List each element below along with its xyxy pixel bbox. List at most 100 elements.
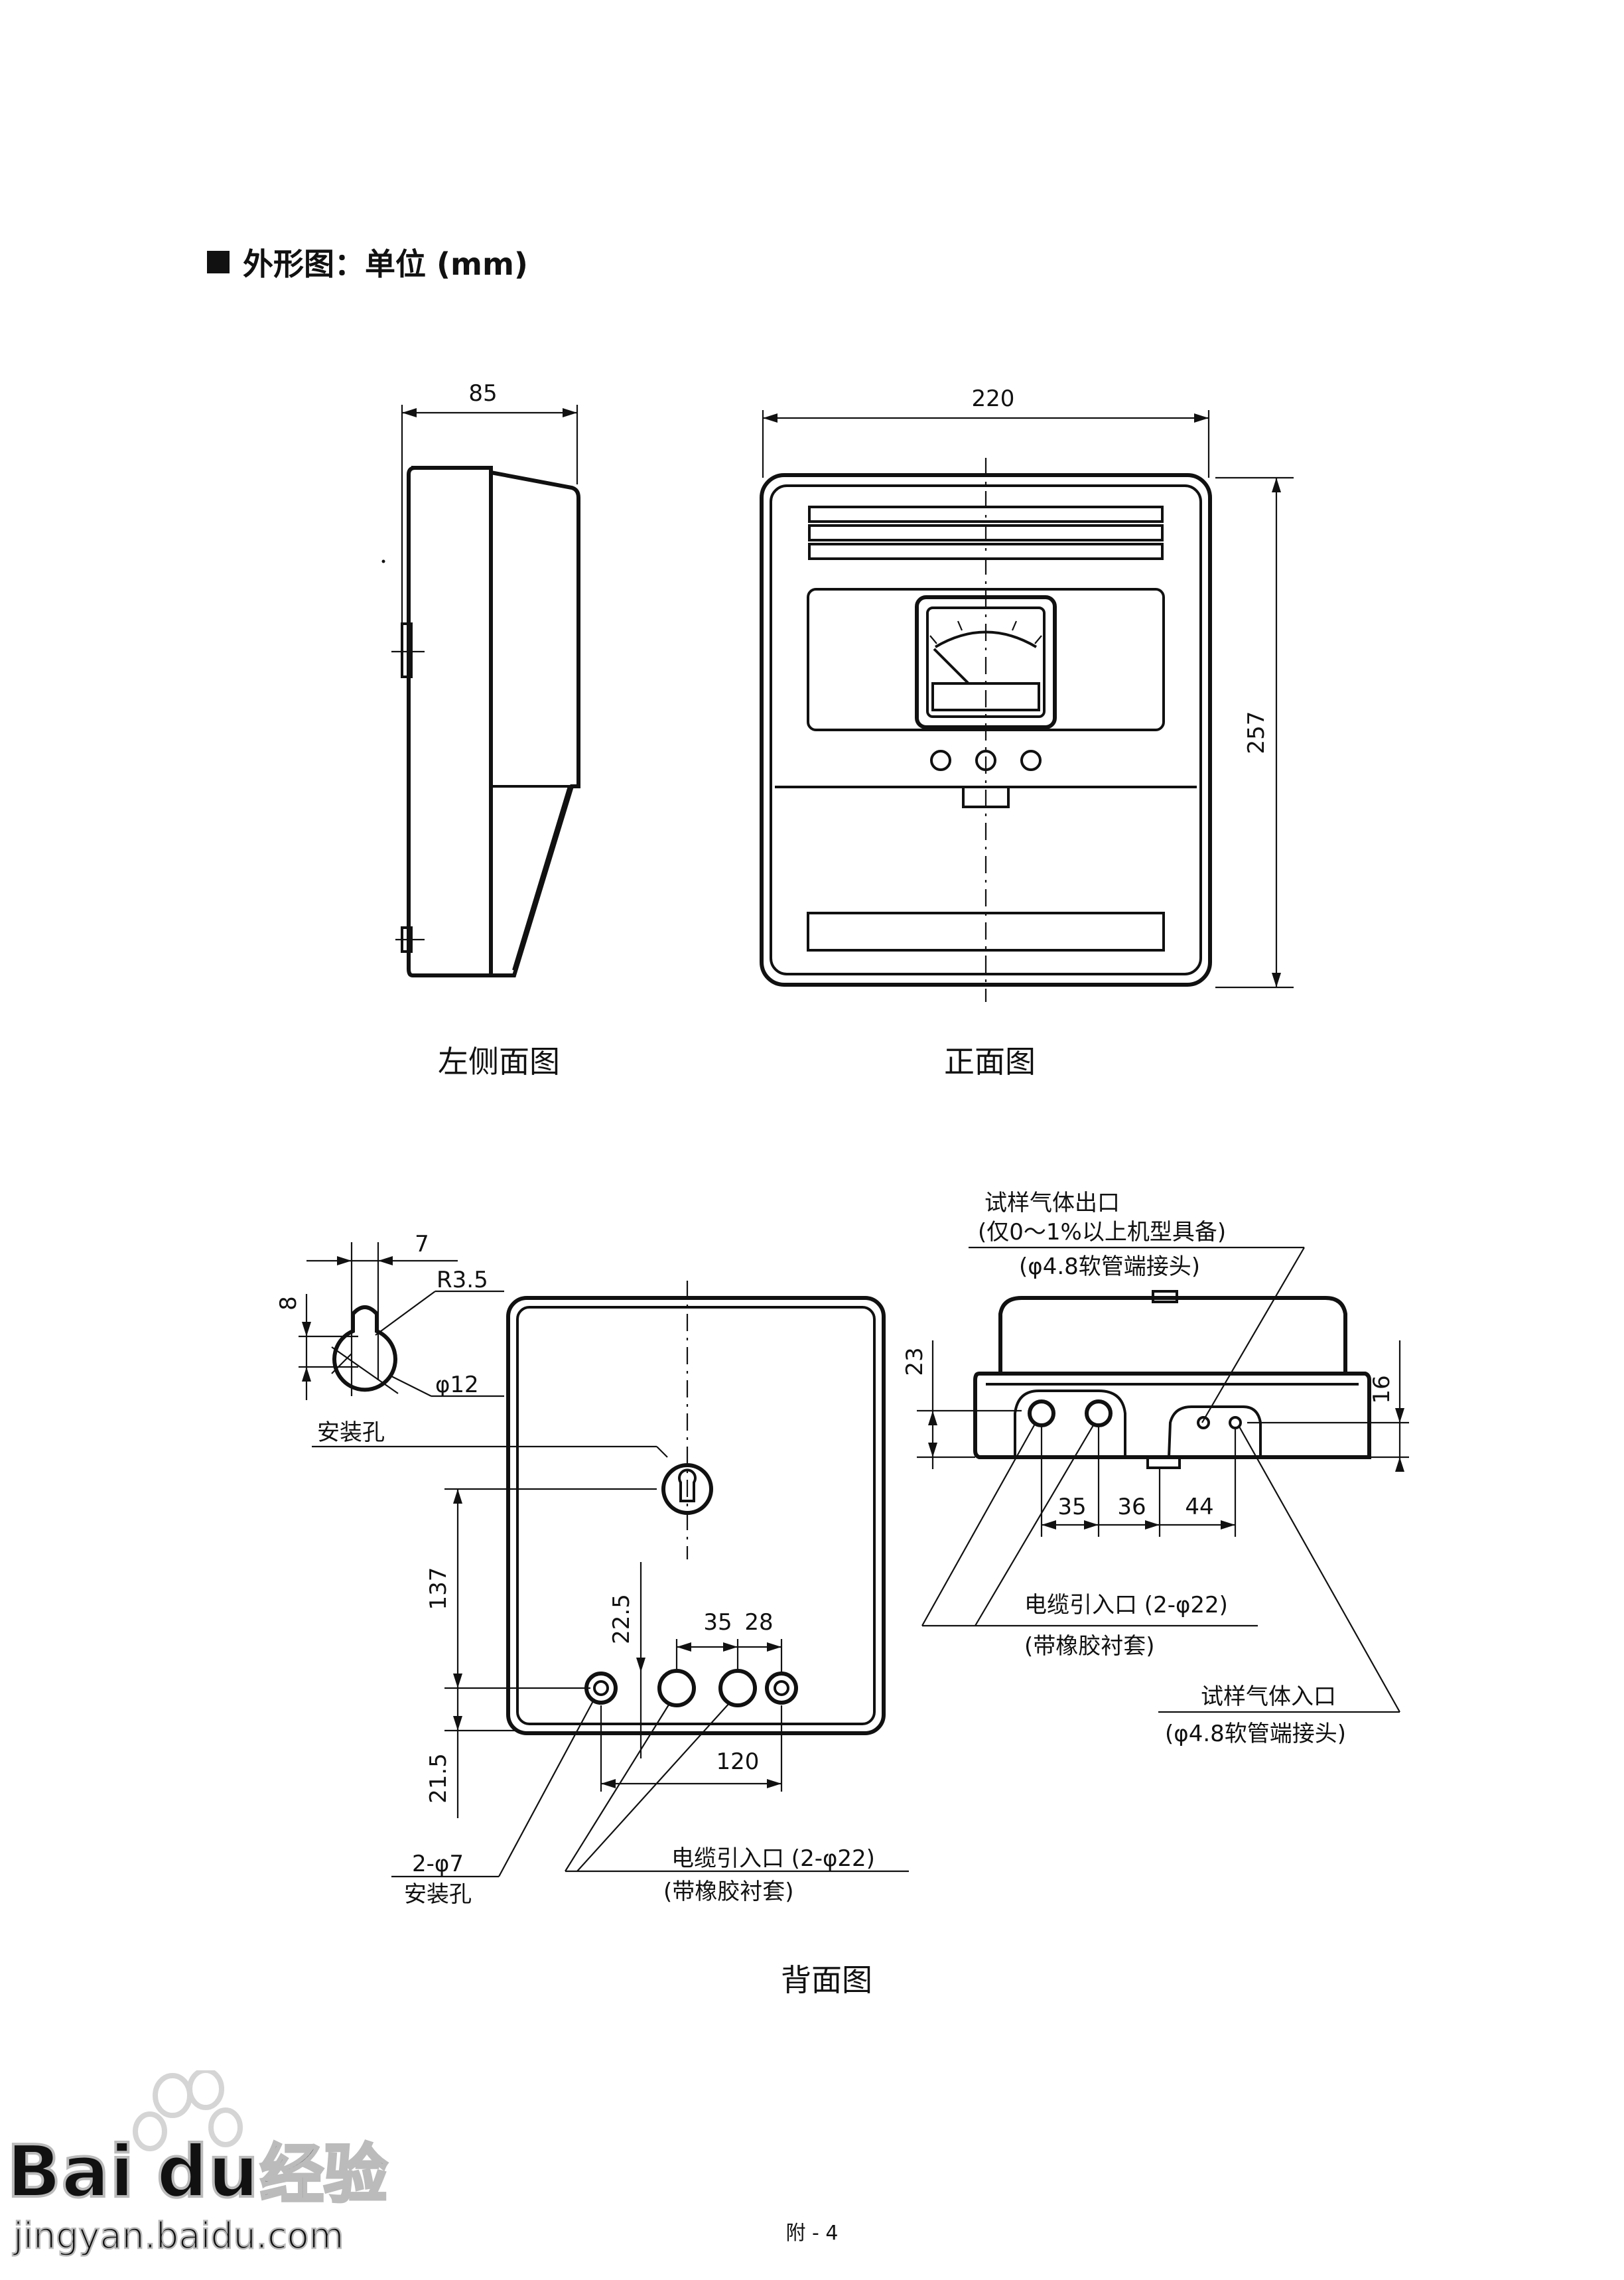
keyhole-diag [331,1346,399,1394]
dim-r35: R3.5 [437,1267,488,1293]
arrow [767,1642,781,1652]
arrow [1272,478,1281,492]
mount-hole-label: 安装孔 [317,1419,385,1446]
front-view: 220 257 [760,386,1294,1002]
vent-slot [808,506,1164,523]
meter-tick [929,635,937,644]
dim-phi12: φ12 [435,1372,479,1398]
arrow [1084,1520,1099,1530]
mount-hole-main [661,1463,713,1515]
dim-44: 44 [1185,1494,1213,1520]
arrow [1395,1408,1404,1423]
bottom-top-body [998,1296,1347,1374]
meter-tick [1034,635,1042,644]
arrow [453,1716,462,1731]
page-footer: 附 - 4 [785,2222,839,2245]
wm-brand-right: du [157,2131,259,2214]
side-slope [512,786,571,971]
cable-inlet-bottom [1085,1399,1113,1427]
arrow [337,1256,352,1265]
speck [381,559,385,563]
arrow [1272,973,1281,987]
dim-85: 85 [468,380,497,407]
leader-cable [576,1702,730,1872]
control-knob [1020,750,1042,771]
arrow [378,1256,393,1265]
arrow [453,1674,462,1688]
back-cable-inlet-label: 电缆引入口 (2-φ22) [671,1845,875,1872]
meter-tick [957,620,963,631]
gas-bracket [1168,1405,1262,1458]
front-view-caption: 正面图 [944,1044,1036,1080]
arrow [1042,1520,1056,1530]
leader-gas-inlet [1239,1426,1400,1713]
wm-brand-cn: 经验 [260,2137,387,2212]
arrow [1395,1457,1404,1472]
gas-inlet-fitting: (φ4.8软管端接头) [1165,1721,1346,1747]
control-knob [930,750,951,771]
dim-220: 220 [972,386,1015,412]
dim-16: 16 [1369,1375,1395,1403]
back-view: 7 8 R3.5 φ12 安装孔 137 21.5 [275,1231,909,1908]
arrow [928,1411,937,1425]
bullet-square [207,251,230,273]
dim-7: 7 [415,1231,429,1257]
arrow [723,1642,738,1652]
arrow [763,413,778,423]
gas-outlet-note: (仅0～1%以上机型具备) [978,1219,1226,1246]
bottom-cable-inlet-note: (带橡胶衬套) [1024,1633,1155,1660]
gas-outlet-label: 试样气体出口 [984,1190,1120,1216]
back-outer-frame [506,1296,886,1735]
leader-cable-bottom [921,1423,1036,1626]
keyhole-shape [332,1305,397,1392]
cable-inlet-hole [657,1669,696,1707]
arrow [1221,1520,1235,1530]
wm-url: jingyan.baidu.com [13,2215,344,2257]
mount-holes-count: 2-φ7 [412,1851,464,1877]
back-cable-inlet-note: (带橡胶衬套) [663,1879,794,1905]
gas-inlet-port [1229,1416,1242,1429]
page-heading: 外形图：单位 (mm) [207,240,528,284]
dim-215: 21.5 [425,1753,452,1804]
leader-cable [565,1702,671,1872]
front-inner-frame [770,484,1202,975]
arrow [302,1367,311,1382]
leader-cable-bottom [975,1425,1094,1626]
dim-36: 36 [1117,1494,1146,1520]
arrow [677,1642,691,1652]
dim-35-bottom: 35 [1057,1494,1086,1520]
back-inner-frame [516,1306,876,1725]
dim-257: 257 [1243,711,1270,754]
cable-bracket [1014,1389,1126,1457]
meter-needle [933,648,970,685]
bottom-view: 试样气体出口 (仅0～1%以上机型具备) (φ4.8软管端接头) 23 16 [902,1190,1409,1747]
dim-120: 120 [716,1748,760,1775]
mount-hole-small-inner [593,1680,609,1696]
left-side-view: 85 [381,380,580,977]
back-view-caption: 背面图 [781,1962,872,1998]
leader-mount [656,1446,668,1458]
mount-hole-keyslot [678,1468,697,1502]
paw-icon [133,2070,243,2151]
mount-hole-small-inner [774,1680,789,1696]
leader-outlet [1201,1247,1305,1423]
cable-inlet-hole [718,1669,757,1707]
side-bracket-top [401,622,413,678]
arrow [402,408,417,417]
gas-outlet-port [1197,1416,1210,1429]
dim-23: 23 [902,1347,928,1376]
dim-8: 8 [275,1296,302,1311]
arrow [767,1779,781,1788]
bottom-base [973,1372,1371,1459]
arrow [563,408,577,417]
meter-tick [1011,620,1018,631]
dim-35-back: 35 [703,1609,732,1636]
arrow [1145,1520,1160,1530]
wm-brand-left: Bai [7,2131,134,2214]
mount-hole-small [765,1672,798,1705]
gas-outlet-fitting: (φ4.8软管端接头) [1019,1253,1200,1280]
page-title: 外形图：单位 (mm) [243,246,528,282]
arrow [928,1443,937,1457]
